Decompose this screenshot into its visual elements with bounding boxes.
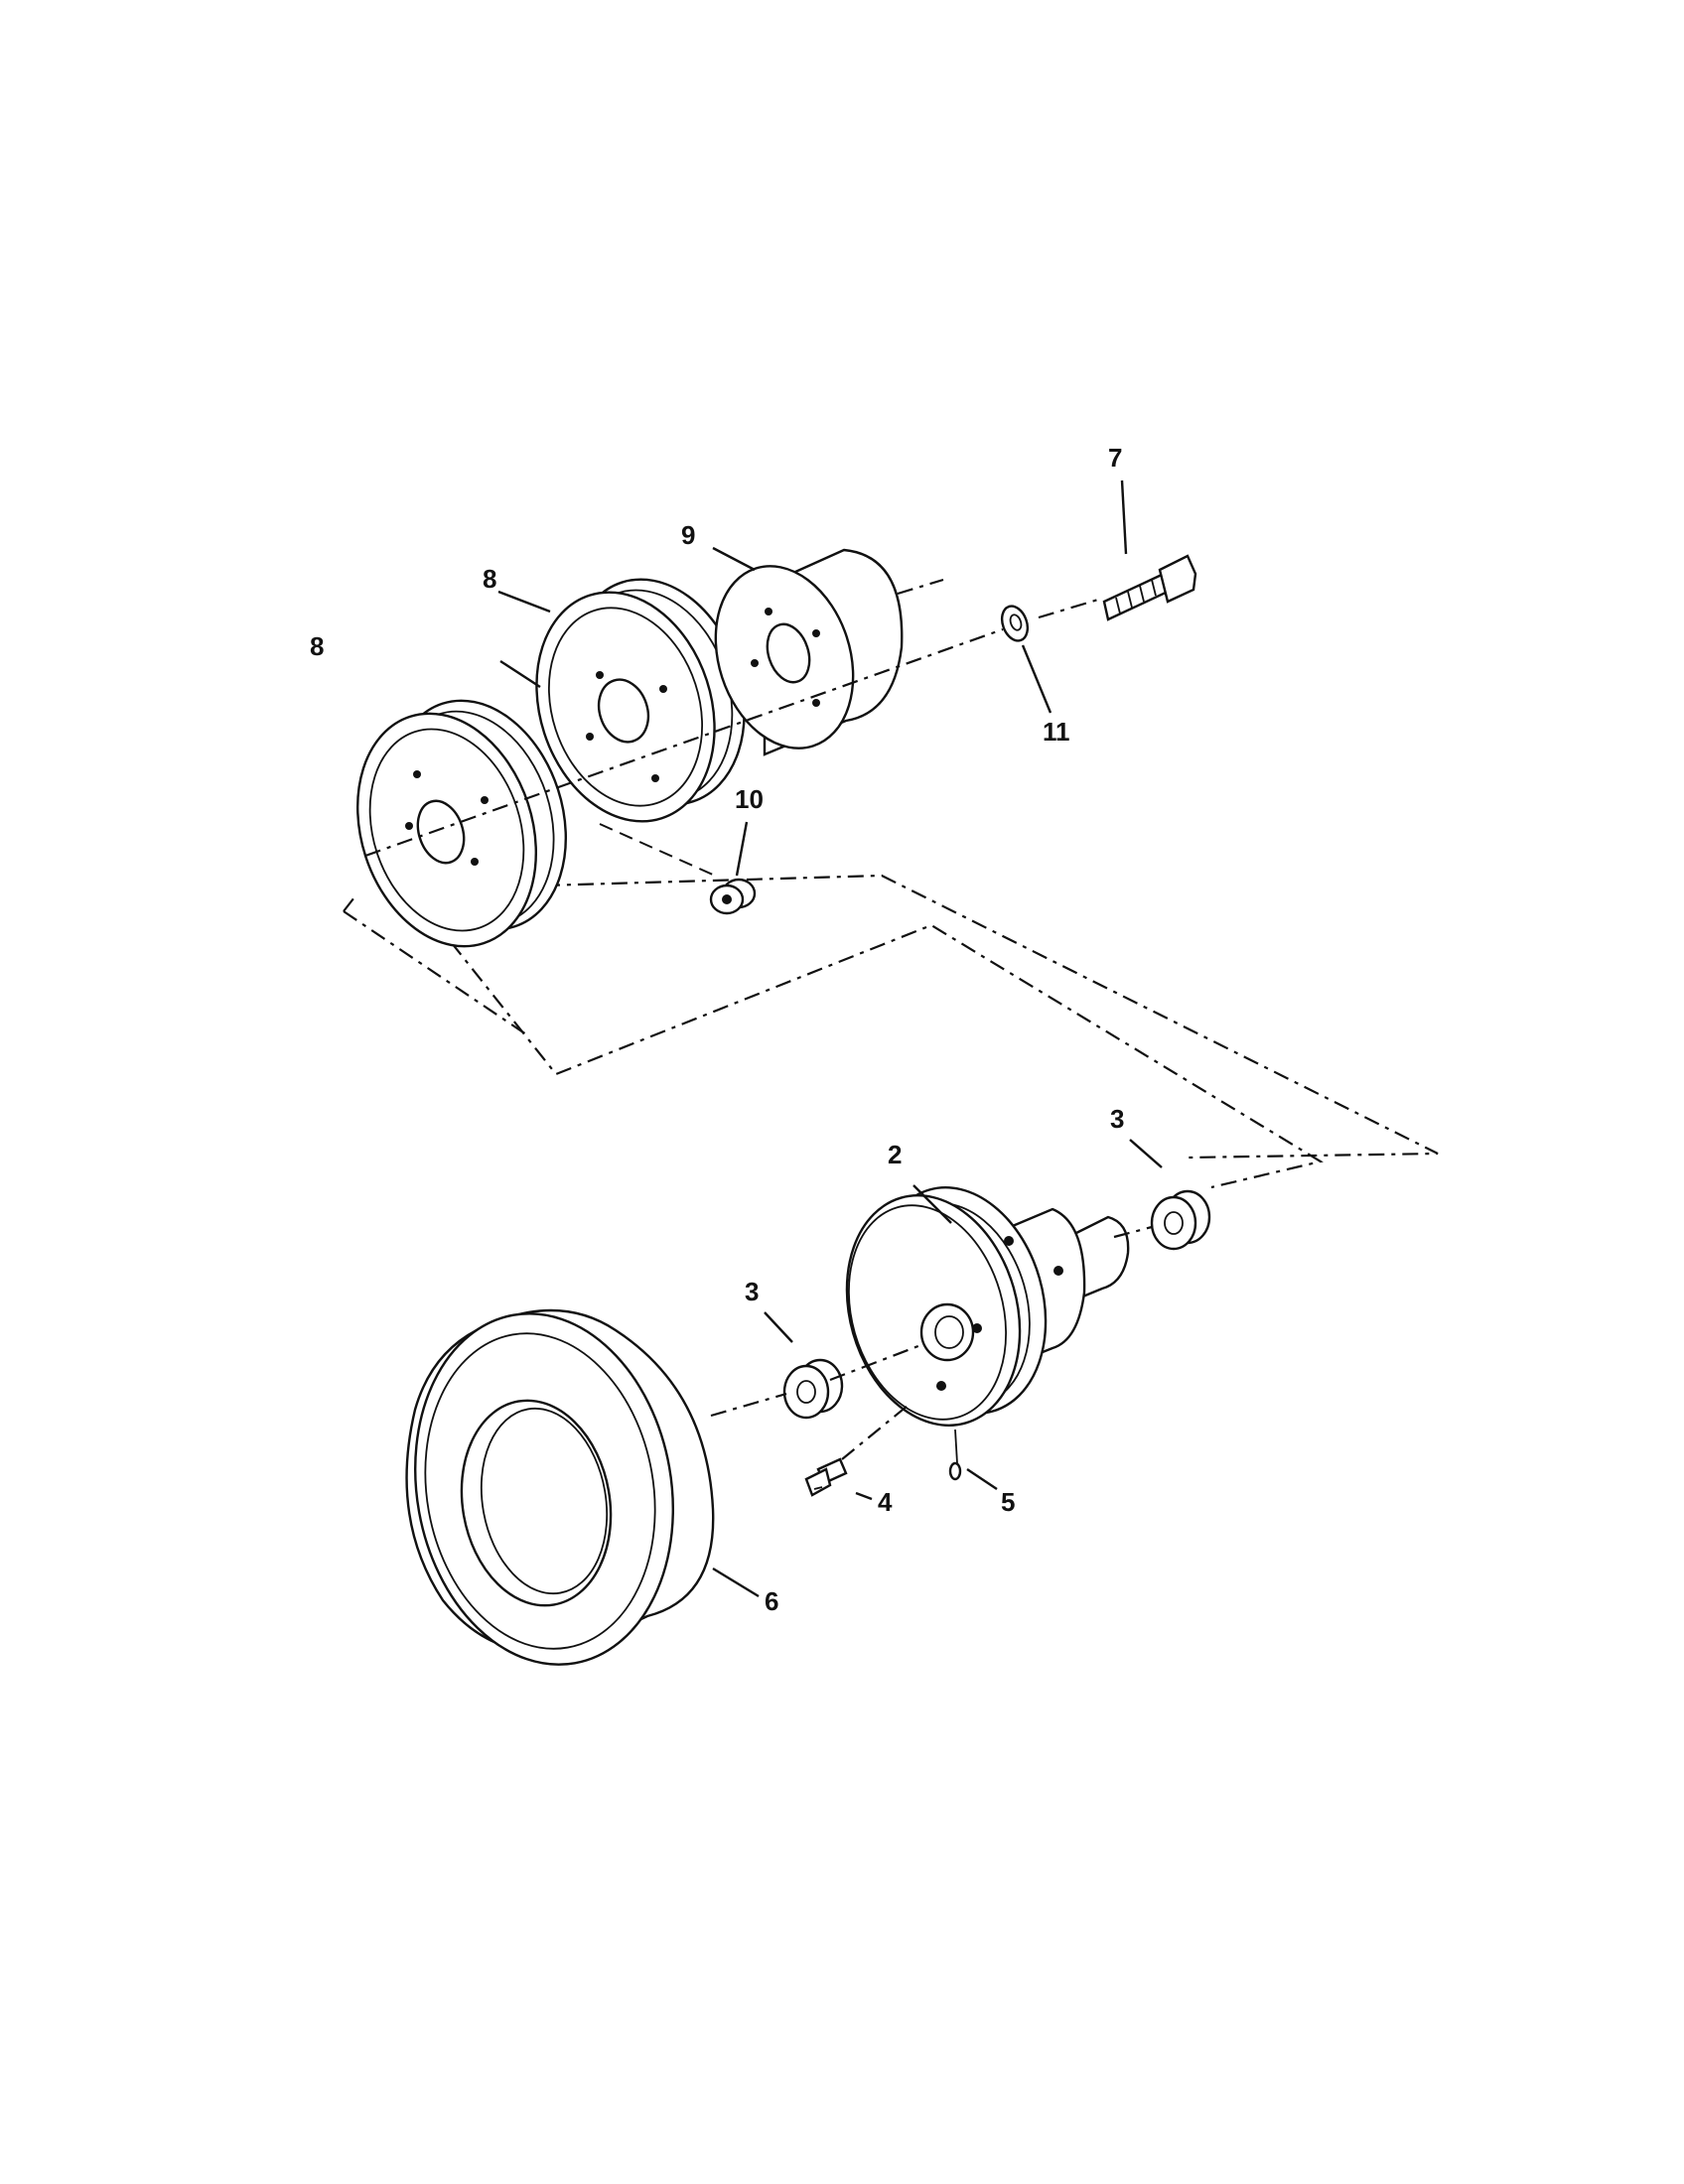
- callout-8-middle: 8: [483, 564, 496, 594]
- valve-stem: [948, 1429, 962, 1481]
- callout-11: 11: [1043, 717, 1070, 747]
- bolt: [1102, 554, 1197, 621]
- assembly-link-loop: [343, 874, 1439, 1189]
- callout-3-left: 3: [745, 1277, 759, 1306]
- callout-7: 7: [1108, 443, 1122, 473]
- wheel-hub: [845, 1186, 1130, 1427]
- callout-4: 4: [878, 1487, 893, 1517]
- callout-6: 6: [765, 1586, 778, 1616]
- lower-axis-lines: [710, 1225, 1153, 1460]
- hub-spacer: [714, 548, 904, 756]
- nut: [709, 878, 757, 915]
- bearing-left: [782, 1358, 844, 1420]
- callout-3-right: 3: [1110, 1104, 1124, 1134]
- callout-10: 10: [735, 784, 764, 814]
- lock-washer: [1000, 605, 1030, 642]
- callout-labels: 2 3 3 4 5 6 7 8 8 9 10 11: [310, 443, 1124, 1616]
- pulley-middle: [535, 578, 746, 823]
- upper-axis-lines: [364, 578, 1099, 877]
- callout-8-front: 8: [310, 631, 324, 661]
- callout-5: 5: [1001, 1487, 1015, 1517]
- grease-fitting: [804, 1457, 848, 1497]
- callout-9: 9: [681, 520, 695, 550]
- leader-lines: [497, 479, 1163, 1598]
- callout-2: 2: [888, 1140, 902, 1169]
- bearing-right: [1150, 1189, 1211, 1251]
- pulley-front: [355, 699, 568, 948]
- tire: [405, 1308, 715, 1666]
